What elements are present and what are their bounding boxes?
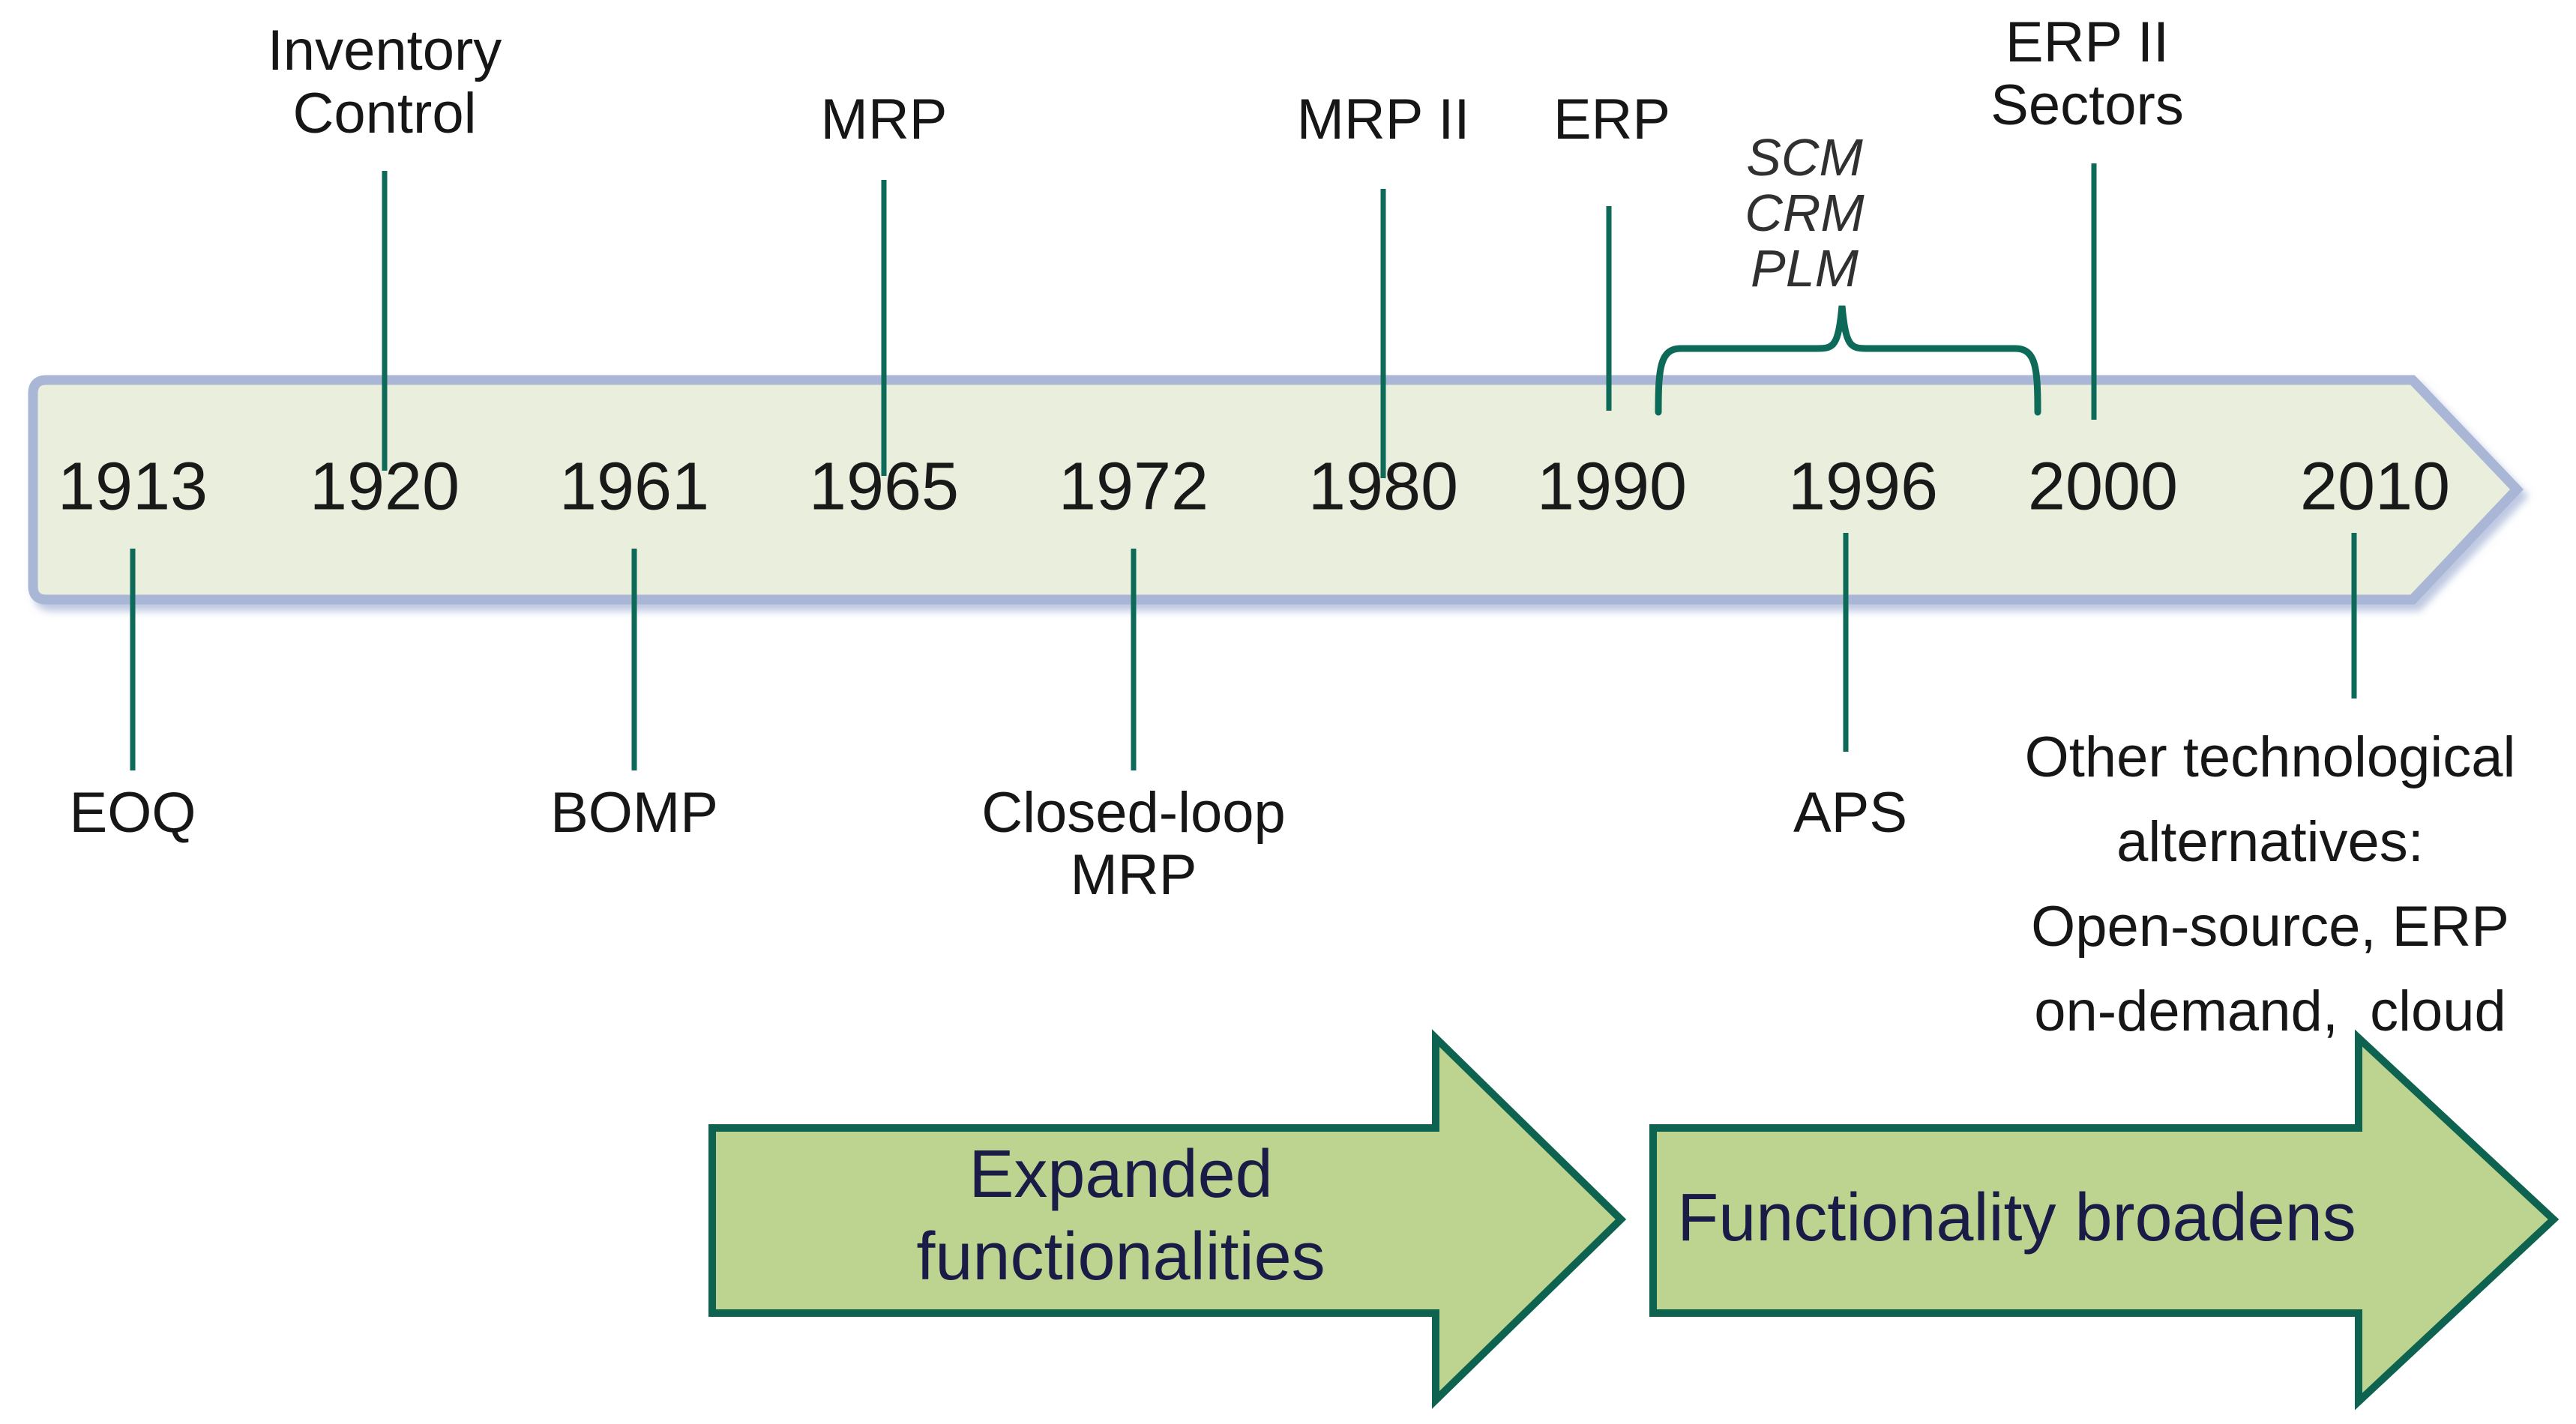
- label-mrp-ii: MRP II: [1296, 88, 1470, 151]
- label-line: on-demand, cloud: [2034, 980, 2506, 1043]
- label-closed-loop-mrp: Closed-loop MRP: [981, 782, 1286, 906]
- year-1972: 1972: [1058, 449, 1209, 525]
- label-line: Other technological: [2024, 725, 2516, 789]
- expanded-functionalities-arrow: [708, 1029, 1627, 1409]
- label-line: Sectors: [1990, 73, 2184, 137]
- timeline-band-arrow: [28, 375, 2524, 605]
- label-line: Closed-loop: [981, 781, 1286, 845]
- year-1965: 1965: [808, 449, 960, 525]
- label-erp-ii-sectors: ERP II Sectors: [1990, 11, 2184, 137]
- label-scm-crm-plm: SCM CRM PLM: [1745, 130, 1864, 296]
- label-line: alternatives:: [2116, 810, 2424, 874]
- label-line: ERP II: [2005, 10, 2170, 74]
- label-other-technological-alternatives: Other technological alternatives: Open-s…: [2025, 715, 2516, 1054]
- label-line: MRP: [1070, 843, 1197, 907]
- functionality-broadens-caption: Functionality broadens: [1677, 1180, 2356, 1255]
- label-line: Control: [292, 82, 477, 145]
- label-line: Inventory: [267, 19, 502, 82]
- label-erp: ERP: [1553, 88, 1671, 151]
- label-inventory-control: Inventory Control: [268, 19, 502, 145]
- year-1980: 1980: [1307, 449, 1459, 525]
- year-1961: 1961: [559, 449, 710, 525]
- label-line: PLM: [1751, 239, 1859, 298]
- functionality-broadens-arrow: [1649, 1029, 2560, 1411]
- label-eoq: EOQ: [69, 781, 196, 845]
- label-line: CRM: [1745, 184, 1865, 242]
- expanded-functionalities-caption: Expanded functionalities: [916, 1133, 1325, 1298]
- year-1990: 1990: [1536, 449, 1688, 525]
- label-bomp: BOMP: [550, 781, 718, 845]
- year-2000: 2000: [2027, 449, 2179, 525]
- scm-crm-plm-brace: [1655, 305, 2041, 416]
- label-line: Open-source, ERP: [2031, 895, 2509, 959]
- label-line: Expanded: [969, 1137, 1273, 1212]
- year-1996: 1996: [1787, 449, 1939, 525]
- year-1920: 1920: [309, 449, 460, 525]
- label-mrp: MRP: [820, 88, 948, 151]
- label-aps: APS: [1793, 781, 1908, 845]
- year-1913: 1913: [57, 449, 208, 525]
- label-line: SCM: [1746, 128, 1863, 187]
- year-2010: 2010: [2299, 449, 2451, 525]
- label-line: functionalities: [916, 1219, 1325, 1294]
